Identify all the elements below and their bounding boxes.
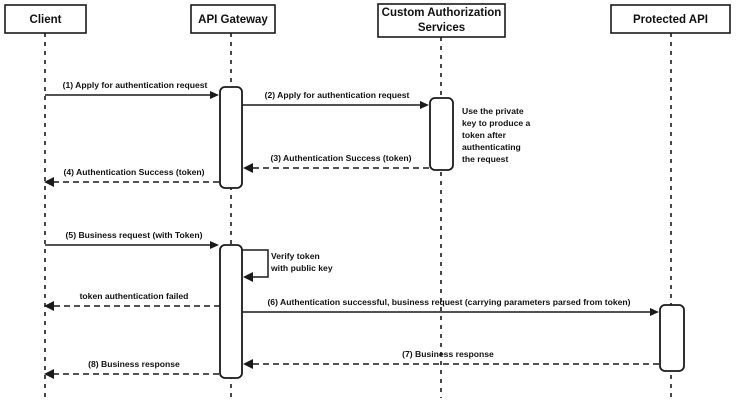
- message-self-verify-token[interactable]: Verify token with public key: [242, 249, 333, 282]
- message-6-arrowhead: [650, 308, 659, 316]
- message-8[interactable]: (8) Business response: [44, 359, 219, 379]
- message-2[interactable]: (2) Apply for authentication request: [242, 90, 429, 109]
- note-private-key-line-4: authenticating: [462, 142, 521, 152]
- message-7-label: (7) Business response: [402, 349, 494, 359]
- activation-bar-api-gateway-auth[interactable]: [219, 86, 243, 189]
- message-3-arrowhead: [243, 163, 253, 173]
- note-private-key-line-5: the request: [462, 154, 508, 164]
- message-7[interactable]: (7) Business response: [243, 349, 659, 369]
- participant-box-client[interactable]: [4, 4, 87, 34]
- message-2-label: (2) Apply for authentication request: [265, 90, 410, 100]
- message-7-arrowhead: [243, 359, 253, 369]
- message-self-verify-token-path: [242, 249, 269, 278]
- activation-bars-layer: [219, 86, 685, 379]
- participant-box-custom-auth[interactable]: [377, 3, 506, 38]
- message-token-authentication-failed[interactable]: token authentication failed: [44, 291, 220, 311]
- lifelines-layer: [44, 33, 672, 398]
- message-token-authentication-failed-arrowhead: [44, 301, 54, 311]
- participant-box-protected-api[interactable]: [610, 4, 731, 34]
- message-3[interactable]: (3) Authentication Success (token): [243, 153, 429, 173]
- message-1-label: (1) Apply for authentication request: [63, 80, 208, 90]
- participant-label-custom-auth-line2: Services: [418, 22, 465, 34]
- message-1-arrowhead: [210, 91, 219, 99]
- message-token-authentication-failed-label: token authentication failed: [80, 291, 189, 301]
- note-private-key: Use the private key to produce a token a…: [462, 106, 531, 164]
- message-4-label: (4) Authentication Success (token): [63, 167, 204, 177]
- participant-label-protected-api: Protected API: [633, 14, 708, 26]
- message-self-verify-token-label-line2: with public key: [270, 263, 333, 273]
- message-8-arrowhead: [44, 369, 54, 379]
- participant-protected-api[interactable]: Protected API: [610, 4, 731, 34]
- message-6-label: (6) Authentication successful, business …: [267, 297, 630, 307]
- activation-bar-custom-auth[interactable]: [429, 97, 454, 171]
- participant-label-api-gateway: API Gateway: [198, 14, 268, 26]
- message-2-arrowhead: [420, 101, 429, 109]
- participant-custom-auth[interactable]: Custom Authorization Services: [377, 3, 506, 38]
- participant-client[interactable]: Client: [4, 4, 87, 34]
- participant-box-api-gateway[interactable]: [190, 4, 276, 34]
- message-5-label: (5) Business request (with Token): [66, 230, 203, 240]
- message-4-arrowhead: [44, 177, 54, 187]
- note-private-key-line-2: key to produce a: [462, 118, 531, 128]
- participant-api-gateway[interactable]: API Gateway: [190, 4, 276, 34]
- message-self-verify-token-arrowhead: [243, 272, 253, 282]
- message-self-verify-token-label-line1: Verify token: [271, 251, 320, 261]
- message-3-label: (3) Authentication Success (token): [270, 153, 411, 163]
- message-8-label: (8) Business response: [88, 359, 180, 369]
- note-private-key-line-1: Use the private: [462, 106, 524, 116]
- message-5-arrowhead: [210, 241, 219, 249]
- participant-label-client: Client: [30, 14, 62, 26]
- activation-bar-api-gateway-business[interactable]: [219, 244, 243, 379]
- message-5[interactable]: (5) Business request (with Token): [45, 230, 219, 249]
- message-6[interactable]: (6) Authentication successful, business …: [242, 297, 659, 316]
- participant-label-custom-auth-line1: Custom Authorization: [382, 7, 502, 19]
- message-4[interactable]: (4) Authentication Success (token): [44, 167, 219, 187]
- message-1[interactable]: (1) Apply for authentication request: [45, 80, 219, 99]
- note-private-key-line-3: token after: [462, 130, 507, 140]
- activation-bar-protected-api[interactable]: [659, 304, 685, 372]
